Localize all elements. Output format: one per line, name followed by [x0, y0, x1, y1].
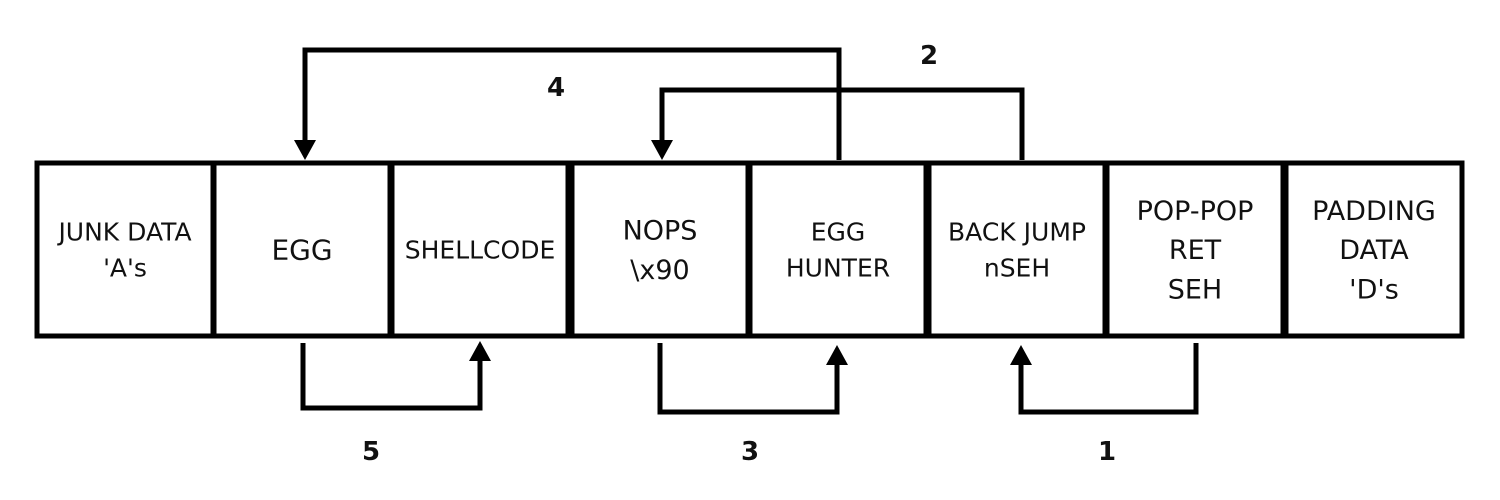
arrowhead-step-4: [294, 140, 316, 160]
step-labels: 1 2 3 4 5: [362, 41, 1116, 467]
buffer-cells: JUNK DATA 'A's EGG SHELLCODE NOPS \x90 EGG HUNT…: [34, 160, 1465, 339]
arrow-line-step-5: [300, 343, 483, 411]
cell-egg: EGG: [211, 160, 393, 339]
arrow-line-step-4: [302, 47, 842, 160]
cell-label-egg-hunter-2: HUNTER: [786, 254, 890, 283]
cell-junk: JUNK DATA 'A's: [34, 160, 216, 339]
cell-shellcode: SHELLCODE: [389, 160, 571, 339]
cell-label-nops-2: \x90: [630, 255, 689, 286]
cell-label-pop-pop-ret-2: RET: [1169, 235, 1222, 266]
cell-box-nops: [569, 160, 751, 339]
cell-padding: PADDING DATA 'D's: [1283, 160, 1465, 339]
jump-arrow-step-5: [300, 341, 491, 411]
step-number-1: 1: [1098, 437, 1116, 467]
step-number-5: 5: [362, 437, 380, 467]
cell-label-egg-1: EGG: [271, 234, 332, 267]
cell-label-shellcode-1: SHELLCODE: [405, 236, 556, 265]
cell-box-junk: [34, 160, 216, 339]
cell-label-junk-1: JUNK DATA: [56, 217, 191, 246]
step-number-2: 2: [920, 41, 938, 71]
step-number-3: 3: [741, 437, 759, 467]
arrowhead-step-5: [469, 341, 491, 361]
cell-box-pop-pop-ret: [1104, 160, 1286, 339]
cell-label-back-jump-1: BACK JUMP: [948, 217, 1086, 246]
cell-label-pop-pop-ret-1: POP-POP: [1137, 196, 1254, 227]
cell-label-egg-hunter-1: EGG: [811, 217, 866, 246]
arrow-line-step-3: [657, 343, 840, 415]
cell-box-egg-hunter: [747, 160, 929, 339]
cell-label-padding-1: PADDING: [1312, 196, 1436, 227]
cell-label-padding-3: 'D's: [1349, 274, 1399, 305]
jump-arrow-step-1: [1010, 343, 1199, 415]
cell-back-jump: BACK JUMP nSEH: [926, 160, 1108, 339]
cell-label-pop-pop-ret-3: SEH: [1168, 274, 1223, 305]
cell-box-shellcode: [389, 160, 571, 339]
cell-nops: NOPS \x90: [569, 160, 751, 339]
arrowhead-step-3: [826, 345, 848, 365]
jump-arrow-step-3: [657, 343, 848, 415]
cell-pop-pop-ret: POP-POP RET SEH: [1104, 160, 1286, 339]
arrowhead-step-2: [651, 140, 673, 160]
jump-arrows: [294, 47, 1199, 415]
cell-box-back-jump: [926, 160, 1108, 339]
cell-egg-hunter: EGG HUNTER: [747, 160, 929, 339]
cell-box-padding: [1283, 160, 1465, 339]
step-number-4: 4: [547, 73, 565, 103]
jump-arrow-step-2: [651, 87, 1025, 160]
arrow-line-step-2: [659, 87, 1025, 160]
cell-label-junk-2: 'A's: [103, 254, 147, 283]
arrowhead-step-1: [1010, 345, 1032, 365]
cell-label-nops-1: NOPS: [623, 216, 698, 247]
cell-label-back-jump-2: nSEH: [984, 254, 1050, 283]
cell-label-padding-2: DATA: [1339, 235, 1409, 266]
jump-arrow-step-4: [294, 47, 842, 160]
cell-box-egg: [211, 160, 393, 339]
arrow-line-step-1: [1018, 343, 1199, 415]
